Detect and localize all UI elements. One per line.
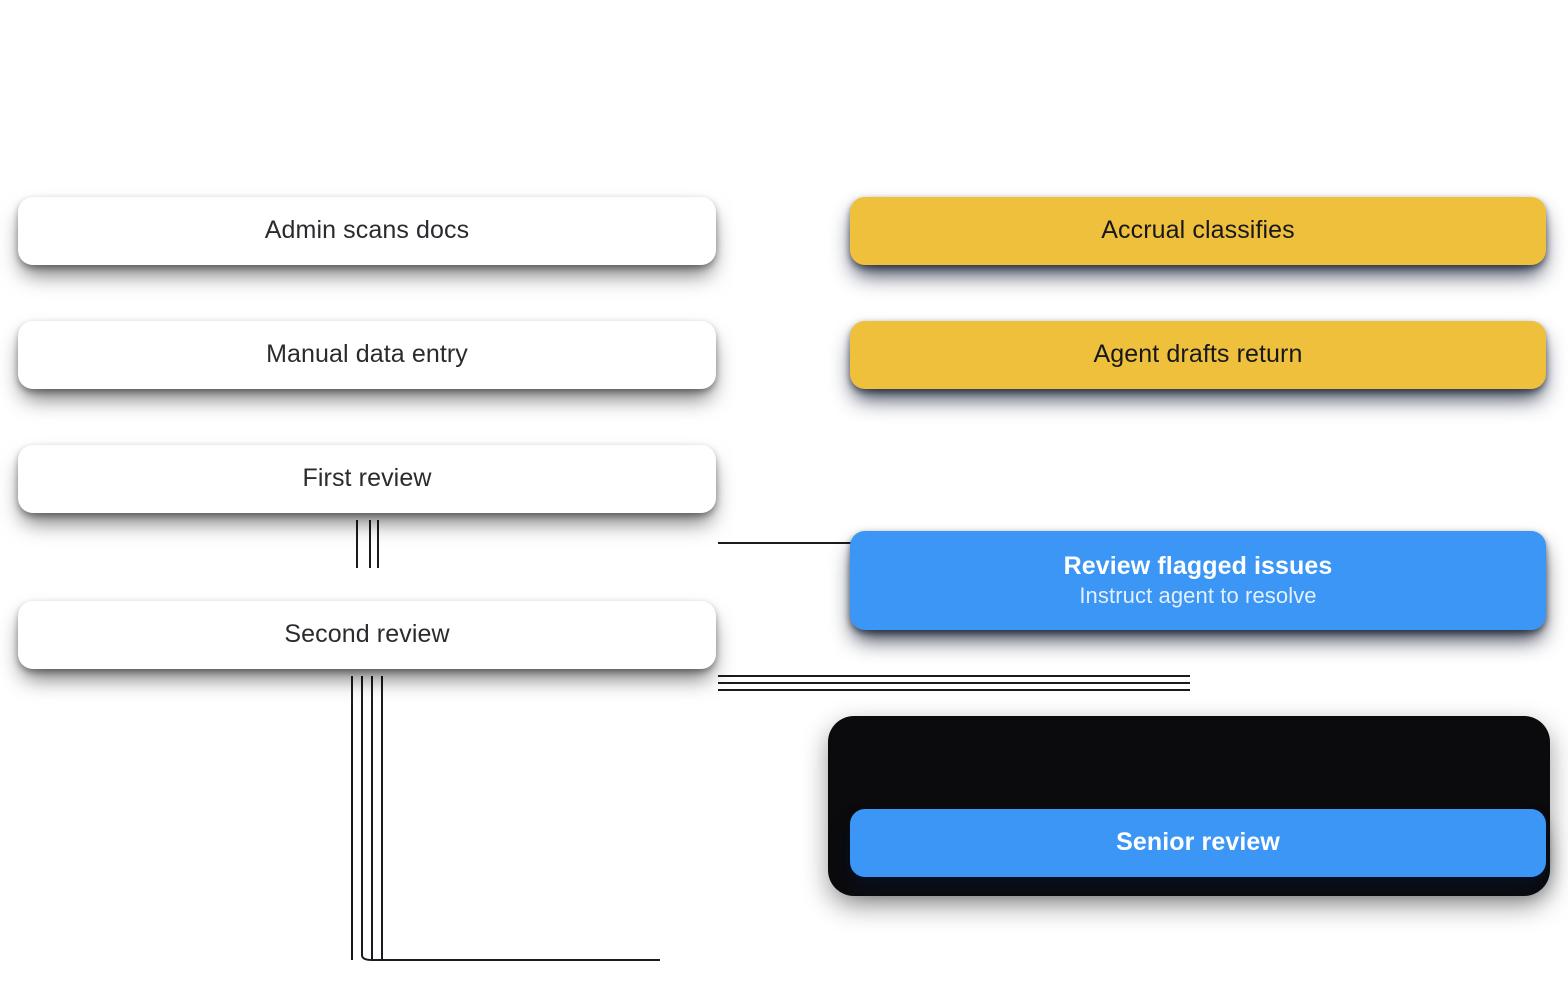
node-manual-data-entry[interactable]: Manual data entry [18, 321, 716, 389]
node-title: Accrual classifies [1101, 216, 1295, 245]
node-admin-scans-docs[interactable]: Admin scans docs [18, 197, 716, 265]
node-review-flagged-issues[interactable]: Review flagged issues Instruct agent to … [850, 531, 1546, 630]
node-title: Second review [284, 620, 450, 649]
node-agent-drafts-return[interactable]: Agent drafts return [850, 321, 1546, 389]
edge-second-review-down-b [361, 676, 660, 961]
node-title: Admin scans docs [264, 216, 470, 245]
node-first-review[interactable]: First review [18, 445, 716, 513]
node-title: First review [302, 464, 432, 493]
node-title: Senior review [1116, 828, 1280, 857]
node-second-review[interactable]: Second review [18, 601, 716, 669]
node-title: Agent drafts return [1093, 340, 1303, 369]
node-title: Manual data entry [266, 340, 468, 369]
node-title: Review flagged issues [1063, 551, 1333, 580]
node-senior-review[interactable]: Senior review [850, 809, 1546, 877]
node-accrual-classifies[interactable]: Accrual classifies [850, 197, 1546, 265]
node-subtitle: Instruct agent to resolve [1079, 583, 1317, 609]
